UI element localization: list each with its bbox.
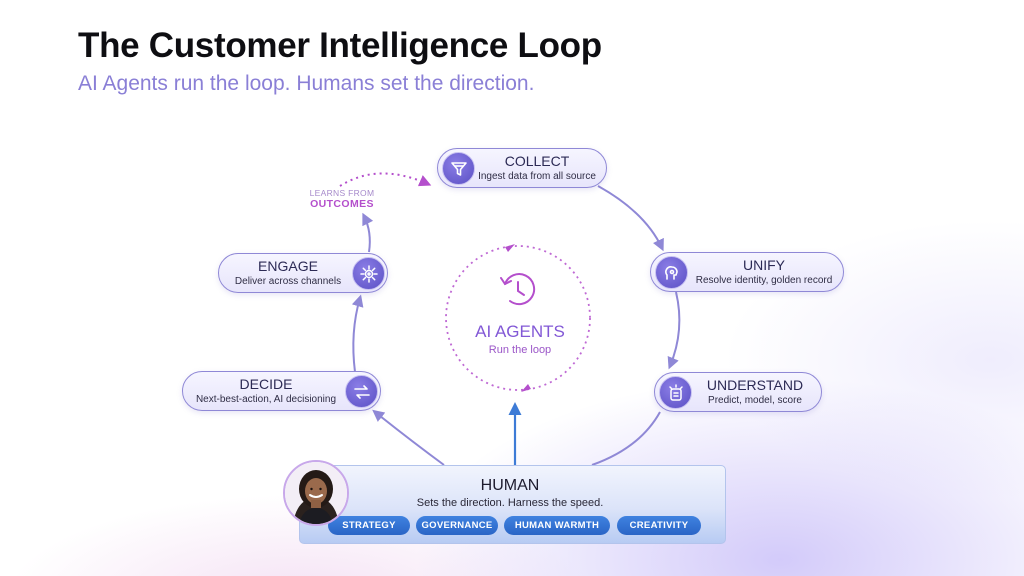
- feedback-line2: OUTCOMES: [310, 198, 374, 210]
- decide-desc: Next-best-action, AI decisioning: [195, 394, 337, 405]
- arrow-learns-collect: [339, 172, 432, 187]
- engage-desc: Deliver across channels: [234, 276, 342, 287]
- pill-human-warmth: HUMAN WARMTH: [504, 516, 610, 535]
- agents-subtitle: Run the loop: [488, 344, 552, 356]
- page-title: The Customer Intelligence Loop: [78, 26, 602, 65]
- pill-creativity: CREATIVITY: [617, 516, 701, 535]
- human-subtitle: Sets the direction. Harness the speed.: [416, 497, 604, 509]
- node-collect[interactable]: COLLECT Ingest data from all source: [437, 148, 607, 188]
- agents-center: AI AGENTS Run the loop: [450, 322, 590, 356]
- pill-strategy: STRATEGY: [328, 516, 410, 535]
- engage-title: ENGAGE: [258, 258, 318, 274]
- human-panel: HUMAN Sets the direction. Harness the sp…: [299, 465, 726, 544]
- collect-title: COLLECT: [504, 153, 570, 169]
- unify-desc: Resolve identity, golden record: [695, 275, 833, 286]
- arrow-collect-unify: [597, 185, 664, 252]
- feedback-label: LEARNS FROM OUTCOMES: [300, 188, 384, 210]
- feedback-line1: LEARNS FROM: [309, 188, 375, 198]
- analytics-icon: [659, 376, 692, 409]
- human-title: HUMAN: [480, 477, 540, 494]
- agents-title: AI AGENTS: [475, 322, 565, 341]
- identity-icon: [655, 256, 688, 289]
- node-unify[interactable]: UNIFY Resolve identity, golden record: [650, 252, 844, 292]
- agents-dotted-circle: [445, 245, 591, 391]
- understand-desc: Predict, model, score: [708, 395, 802, 406]
- arrow-engage-learns: [362, 212, 374, 253]
- arrow-understand-human: [591, 411, 661, 466]
- arrow-human-decide: [372, 409, 445, 466]
- arrow-unify-understand: [667, 291, 681, 370]
- clock-cycle-icon: [500, 273, 536, 306]
- node-engage[interactable]: ENGAGE Deliver across channels: [218, 253, 388, 293]
- unify-title: UNIFY: [743, 257, 785, 273]
- decision-icon: [345, 375, 378, 408]
- understand-title: UNDERSTAND: [706, 377, 804, 393]
- node-decide[interactable]: DECIDE Next-best-action, AI decisioning: [182, 371, 381, 411]
- channels-icon: [352, 257, 385, 290]
- decide-title: DECIDE: [239, 376, 293, 392]
- person-avatar: [283, 460, 349, 526]
- arrow-decide-engage: [351, 294, 364, 373]
- funnel-icon: [442, 152, 475, 185]
- pill-governance: GOVERNANCE: [416, 516, 498, 535]
- page-subtitle: AI Agents run the loop. Humans set the d…: [78, 72, 535, 95]
- node-understand[interactable]: UNDERSTAND Predict, model, score: [654, 372, 822, 412]
- collect-desc: Ingest data from all source: [478, 171, 596, 182]
